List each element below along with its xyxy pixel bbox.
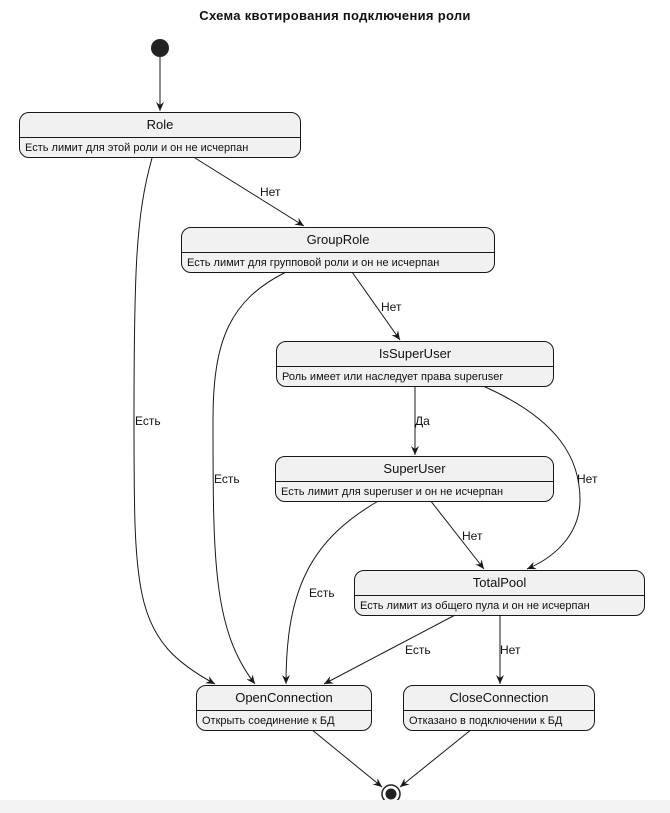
label-superuser-totalpool: Нет bbox=[462, 529, 483, 543]
state-grouprole-desc: Есть лимит для групповой роли и он не ис… bbox=[187, 257, 440, 269]
edge-superuser-open bbox=[282, 499, 381, 685]
state-closeconnection-desc: Отказано в подключении к БД bbox=[409, 715, 563, 727]
label-role-grouprole: Нет bbox=[260, 185, 281, 199]
start-node bbox=[151, 39, 169, 57]
state-issuperuser-desc: Роль имеет или наследует права superuser bbox=[282, 371, 503, 383]
state-totalpool-name: TotalPool bbox=[355, 571, 644, 596]
edge-grouprole-issuperuser bbox=[351, 271, 401, 341]
edge-role-grouprole bbox=[194, 157, 305, 227]
state-superuser-desc: Есть лимит для superuser и он не исчерпа… bbox=[281, 486, 504, 498]
label-totalpool-open: Есть bbox=[405, 643, 431, 657]
edge-superuser-totalpool bbox=[429, 499, 485, 570]
state-superuser-name: SuperUser bbox=[276, 457, 553, 482]
edge-open-end bbox=[310, 728, 383, 788]
bottom-strip bbox=[0, 800, 670, 813]
label-grouprole-open: Есть bbox=[214, 472, 240, 486]
state-superuser: SuperUser Есть лимит для superuser и он … bbox=[275, 456, 554, 502]
label-totalpool-close: Нет bbox=[500, 643, 521, 657]
state-role-name: Role bbox=[20, 113, 300, 138]
state-openconnection-name: OpenConnection bbox=[197, 686, 371, 711]
end-node bbox=[381, 784, 401, 804]
label-issuperuser-superuser: Да bbox=[415, 414, 430, 428]
label-issuperuser-totalpool: Нет bbox=[577, 472, 598, 486]
state-totalpool: TotalPool Есть лимит из общего пула и он… bbox=[354, 570, 645, 616]
state-openconnection: OpenConnection Открыть соединение к БД bbox=[196, 685, 372, 731]
state-closeconnection: CloseConnection Отказано в подключении к… bbox=[403, 685, 595, 731]
state-totalpool-desc: Есть лимит из общего пула и он не исчерп… bbox=[360, 600, 590, 612]
label-grouprole-issuperuser: Нет bbox=[381, 300, 402, 314]
edge-grouprole-open bbox=[212, 271, 287, 685]
state-grouprole-name: GroupRole bbox=[182, 228, 494, 253]
label-superuser-open: Есть bbox=[309, 586, 335, 600]
state-issuperuser: IsSuperUser Роль имеет или наследует пра… bbox=[276, 341, 554, 387]
edge-role-open bbox=[133, 157, 216, 685]
state-closeconnection-name: CloseConnection bbox=[404, 686, 594, 711]
state-grouprole: GroupRole Есть лимит для групповой роли … bbox=[181, 227, 495, 273]
state-role-desc: Есть лимит для этой роли и он не исчерпа… bbox=[25, 142, 249, 154]
state-openconnection-desc: Открыть соединение к БД bbox=[202, 715, 335, 727]
edge-totalpool-open bbox=[323, 613, 458, 685]
edge-close-end bbox=[399, 728, 473, 788]
edge-issuperuser-totalpool bbox=[482, 385, 581, 570]
state-role: Role Есть лимит для этой роли и он не ис… bbox=[19, 112, 301, 158]
label-role-open: Есть bbox=[135, 414, 161, 428]
state-issuperuser-name: IsSuperUser bbox=[277, 342, 553, 367]
diagram-title: Схема квотирования подключения роли bbox=[199, 8, 471, 23]
